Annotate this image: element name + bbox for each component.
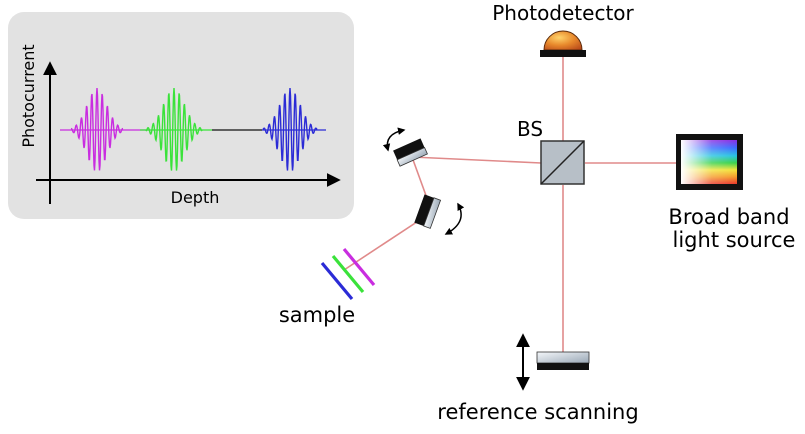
mirror-glass-upper xyxy=(396,147,428,167)
photodetector-base xyxy=(540,50,586,57)
inset-x-axis-label: Depth xyxy=(171,188,220,207)
inset-y-axis-label: Photocurrent xyxy=(19,44,38,147)
sample: sample xyxy=(279,247,376,327)
dome-detector-icon xyxy=(543,30,583,51)
light-source-label-line2: light source xyxy=(673,228,796,252)
beam-splitter-label: BS xyxy=(517,117,543,141)
light-source: Broad band light source xyxy=(668,134,795,252)
sample-label: sample xyxy=(279,303,355,327)
tilt-mirror-icon xyxy=(414,194,434,227)
sample-layer-green xyxy=(331,254,365,294)
tilt-mirror-icon xyxy=(393,138,425,160)
reference-mirror: reference scanning xyxy=(437,333,639,424)
photodetector-label: Photodetector xyxy=(492,1,634,25)
tilt-mirror-icon xyxy=(537,363,589,370)
spectrum-lamp-glow xyxy=(681,140,737,184)
interference-packet-magenta xyxy=(70,87,124,171)
curved-double-arrow-icon xyxy=(382,127,406,152)
scan-mirror-lower xyxy=(414,194,442,229)
reference-scanning-label: reference scanning xyxy=(437,400,638,424)
sample-layer-blue xyxy=(320,261,354,301)
interference-packet-green xyxy=(145,87,203,171)
inset-panel: Photocurrent Depth xyxy=(8,12,354,219)
sample-layer-magenta xyxy=(342,247,376,287)
beam-splitter-diagonal xyxy=(540,140,585,185)
reference-mirror-glass xyxy=(536,351,590,364)
beam-paths xyxy=(343,57,676,352)
scan-mirror-upper xyxy=(393,138,428,167)
interference-packet-blue xyxy=(262,87,318,171)
curved-double-arrow-icon xyxy=(444,202,465,235)
beam-splitter: BS xyxy=(517,117,585,185)
beam-sample-arm-1 xyxy=(411,156,542,164)
light-source-label-line1: Broad band xyxy=(668,205,789,229)
mirror-glass-lower xyxy=(423,197,442,229)
photodetector: Photodetector xyxy=(492,1,635,57)
